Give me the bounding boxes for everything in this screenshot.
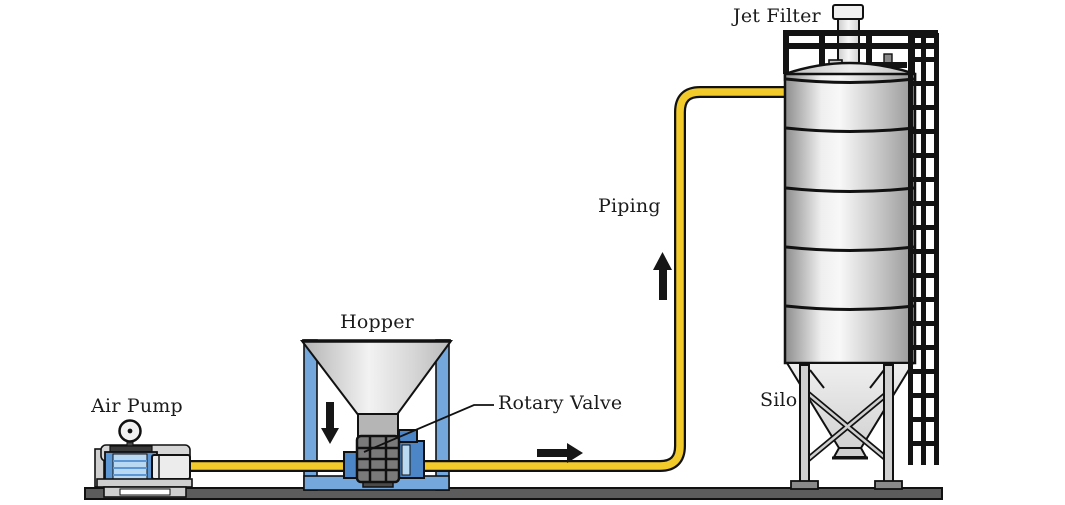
ground: [84, 487, 943, 500]
rotary-valve-label: Rotary Valve: [498, 392, 623, 414]
silo-body: [783, 72, 917, 365]
piping-pipe: [186, 86, 792, 472]
pump-gauge: [118, 419, 142, 448]
flow-right-arrow: [537, 443, 583, 463]
piping-label: Piping: [598, 195, 661, 217]
silo-legs: [790, 364, 903, 490]
hopper-label: Hopper: [340, 311, 414, 333]
air-pump-label: Air Pump: [91, 395, 183, 417]
silo-outlet: [832, 447, 868, 458]
silo-label: Silo: [760, 389, 798, 411]
air-pump-machine: [94, 419, 193, 498]
valve-motor: [396, 429, 425, 479]
flow-up-arrow: [653, 252, 672, 300]
pump-outlet-cylinder: [151, 454, 191, 480]
pump-base: [96, 478, 193, 498]
jet-filter-label: Jet Filter: [733, 5, 821, 27]
silo-foot-right: [874, 480, 903, 490]
rotary-valve-leader-line: [363, 404, 494, 453]
valve-body: [355, 434, 401, 488]
hopper-funnel: [299, 339, 453, 439]
silo-foot-left: [790, 480, 819, 490]
dome-valve-bar: [871, 62, 907, 68]
silo-ladder: [908, 33, 939, 465]
silo-vessel: [783, 61, 917, 460]
funnel-neck: [357, 413, 399, 439]
pump-body: [104, 445, 158, 482]
flow-down-arrow: [321, 402, 339, 444]
rotary-valve-machine: [343, 429, 425, 488]
